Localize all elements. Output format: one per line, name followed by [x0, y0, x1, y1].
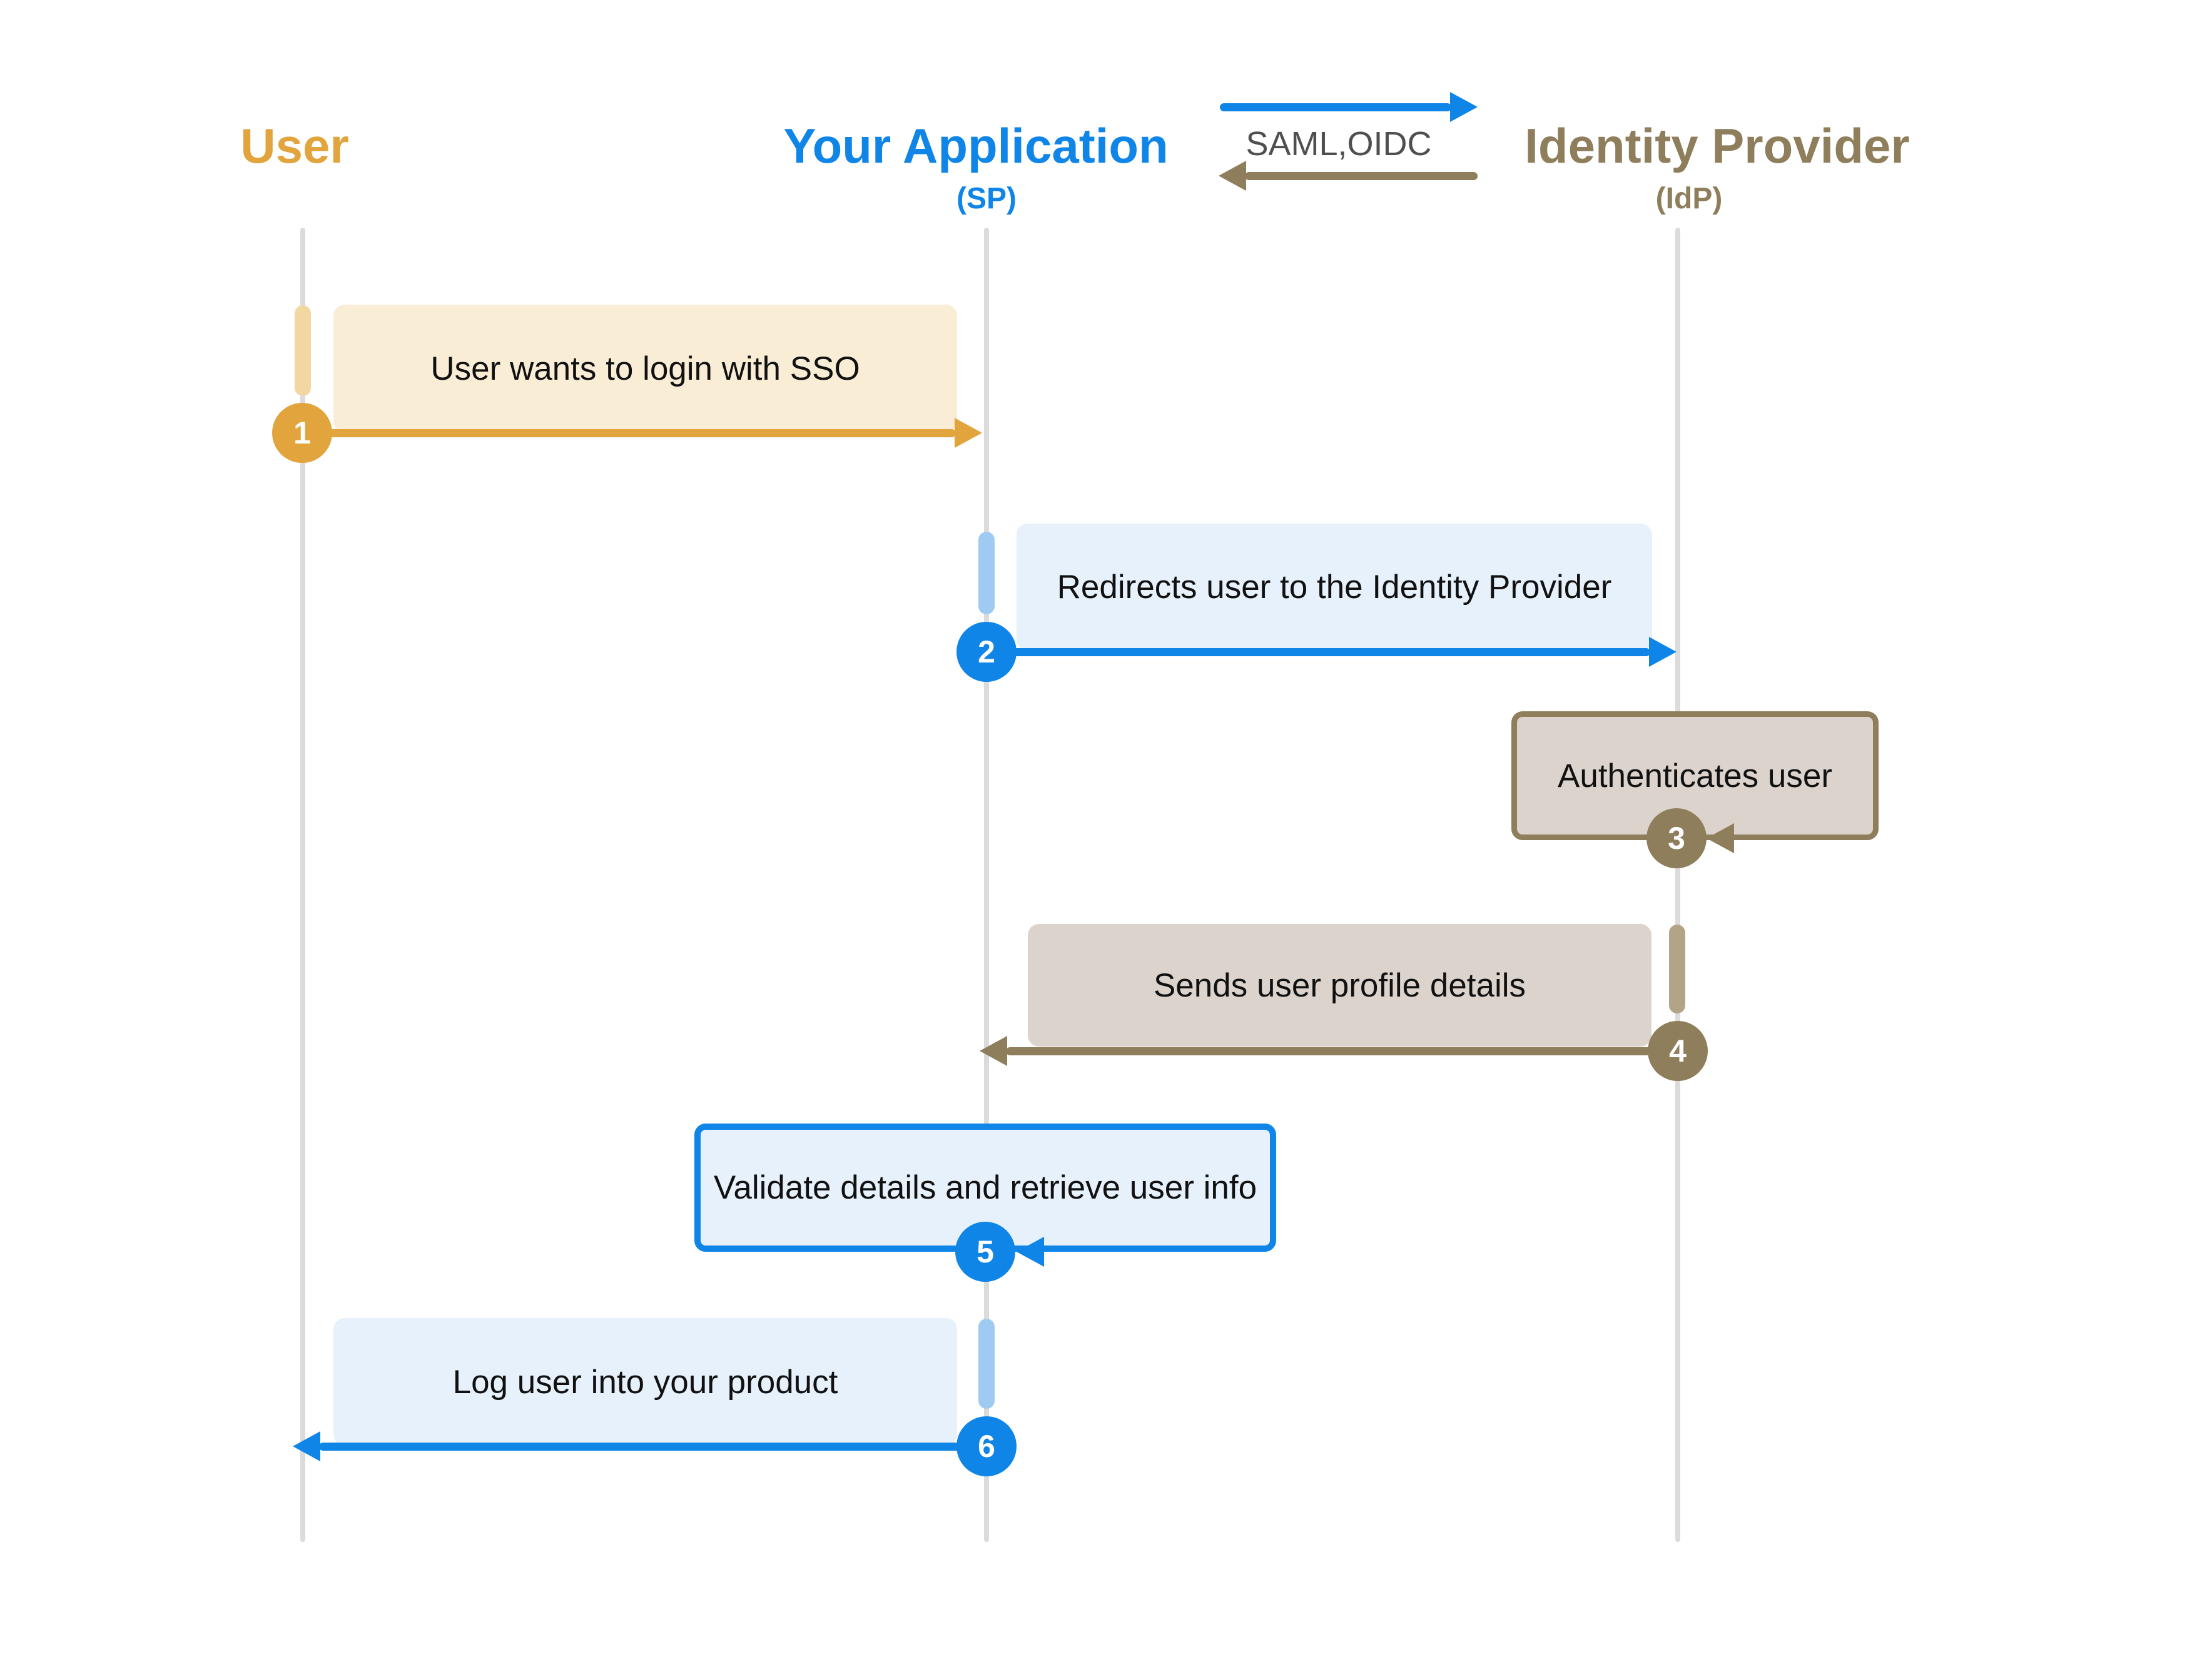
activation-bar-user-1 [295, 305, 311, 396]
step-6-badge: 6 [956, 1416, 1017, 1476]
message-6-arrow-line [319, 1443, 987, 1451]
step-3-number: 3 [1668, 821, 1685, 856]
step-1-number: 1 [293, 415, 311, 450]
message-4-box: Sends user profile details [1028, 924, 1651, 1047]
step-5-number: 5 [977, 1234, 994, 1269]
step-5-badge: 5 [955, 1222, 1015, 1282]
protocol-arrow-left-head-icon [1219, 161, 1246, 191]
message-3-arrowhead-icon [1707, 823, 1734, 853]
actor-user-label: User [240, 118, 349, 173]
actor-app-sublabel: (SP) [956, 182, 1017, 215]
protocol-label: SAML,OIDC [1246, 125, 1432, 163]
message-5-text: Validate details and retrieve user info [713, 1169, 1257, 1206]
step-2-number: 2 [978, 634, 995, 669]
protocol-arrow-right-head-icon [1450, 92, 1478, 122]
protocol-arrow-right-line [1220, 103, 1451, 111]
message-1-box: User wants to login with SSO [333, 305, 957, 432]
step-6-number: 6 [978, 1429, 995, 1464]
message-4-text: Sends user profile details [1153, 967, 1526, 1004]
message-6-box: Log user into your product [333, 1318, 957, 1446]
step-4-badge: 4 [1648, 1021, 1708, 1081]
activation-bar-idp-4 [1669, 925, 1685, 1013]
activation-bar-app-6 [978, 1319, 995, 1409]
actor-idp-sublabel: (IdP) [1655, 182, 1723, 215]
lifeline-app [984, 228, 989, 1542]
lifeline-user [300, 228, 305, 1542]
message-4-arrowhead-icon [980, 1036, 1007, 1066]
message-6-text: Log user into your product [452, 1363, 838, 1401]
actor-idp-label: Identity Provider [1525, 118, 1910, 173]
protocol-arrow-left-line [1245, 172, 1478, 180]
message-6-arrowhead-icon [293, 1431, 320, 1461]
step-2-badge: 2 [956, 622, 1017, 682]
message-5-arrowhead-icon [1017, 1237, 1044, 1267]
message-2-box: Redirects user to the Identity Provider [1017, 524, 1652, 651]
lifeline-idp [1675, 228, 1680, 1542]
message-3-text: Authenticates user [1558, 757, 1832, 794]
step-3-badge: 3 [1646, 808, 1707, 868]
message-1-arrowhead-icon [955, 418, 982, 448]
message-2-arrowhead-icon [1649, 637, 1677, 667]
message-2-arrow-line [987, 648, 1650, 656]
message-2-text: Redirects user to the Identity Provider [1057, 569, 1612, 606]
step-1-badge: 1 [272, 403, 332, 463]
message-1-arrow-line [303, 429, 956, 437]
message-1-text: User wants to login with SSO [430, 350, 860, 387]
actor-app-label: Your Application [783, 118, 1169, 173]
activation-bar-app-2 [978, 532, 995, 614]
message-4-arrow-line [1006, 1047, 1678, 1055]
step-4-number: 4 [1669, 1033, 1687, 1068]
